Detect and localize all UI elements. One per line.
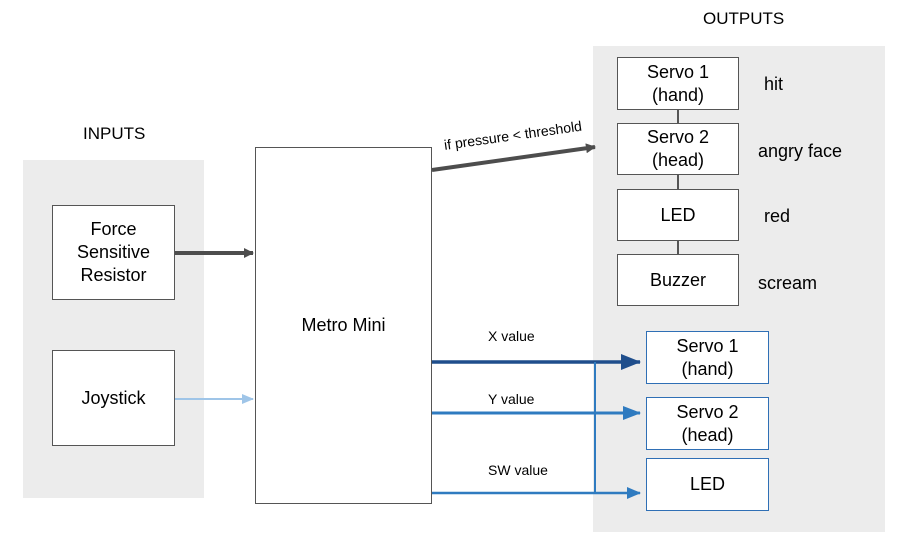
outputs-heading: OUTPUTS [703,9,785,28]
y-value-label: Y value [488,391,535,407]
action-angry-face: angry face [758,141,843,161]
fsr-box: Force Sensitive Resistor [52,205,175,300]
output-servo2-head: Servo 2 (head) [617,123,739,175]
joystick-output-servo2-head: Servo 2 (head) [646,397,769,450]
joystick-output-servo1-hand: Servo 1 (hand) [646,331,769,384]
pressure-arrow [431,143,596,172]
action-red: red [764,206,791,226]
output-led: LED [617,189,739,241]
x-value-label: X value [488,328,535,344]
action-hit: hit [764,74,784,94]
metro-mini-box: Metro Mini [255,147,432,504]
inputs-heading: INPUTS [83,124,146,143]
action-scream: scream [758,273,818,293]
joystick-box: Joystick [52,350,175,446]
joystick-output-led: LED [646,458,769,511]
sw-value-label: SW value [488,462,548,478]
output-servo1-hand: Servo 1 (hand) [617,57,739,110]
output-buzzer: Buzzer [617,254,739,306]
